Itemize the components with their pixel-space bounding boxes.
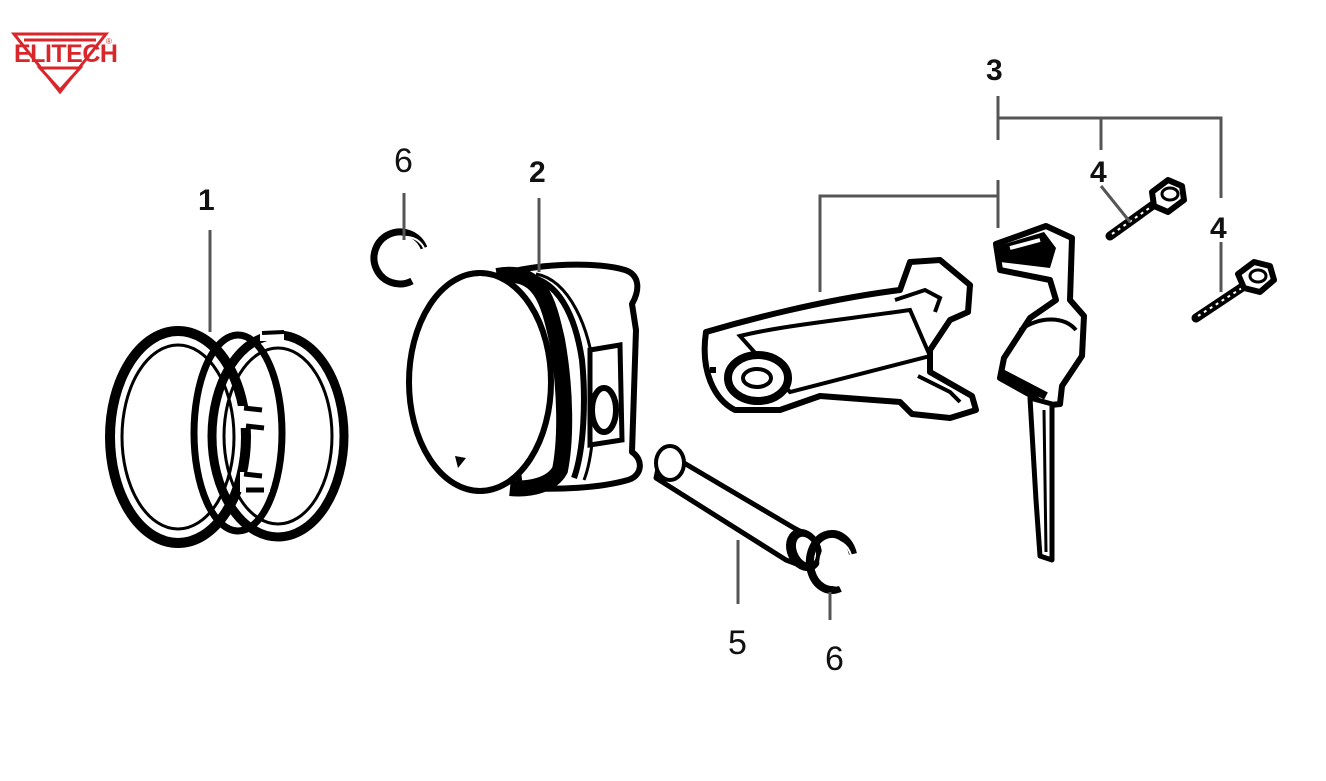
- piston-pin-clip-lower: [805, 529, 857, 594]
- connecting-rod: [701, 257, 979, 421]
- callout-3: 3: [986, 54, 1003, 87]
- logo-registered-mark: ®: [106, 37, 112, 46]
- callout-5: 5: [728, 624, 747, 662]
- piston-rings: [105, 325, 349, 548]
- logo-triangle: [10, 32, 110, 95]
- piston: [406, 261, 643, 497]
- callout-2: 2: [529, 156, 546, 189]
- callout-6-lower: 6: [825, 640, 844, 678]
- leader-4-upper: [1099, 185, 1132, 223]
- leader-lines: [208, 96, 1223, 620]
- logo-triangle-tip: [36, 66, 84, 93]
- callout-4-lower: 4: [1210, 212, 1227, 245]
- connecting-rod-bolt-lower: [1191, 259, 1277, 323]
- piston-pin: [653, 444, 822, 572]
- callout-labels: 1 2 3 4 4 5 6 6: [198, 54, 1227, 678]
- elitech-logo: ELITECH ®: [10, 32, 118, 95]
- leader-3-and-4-bracket: [996, 96, 1223, 198]
- callout-6-upper: 6: [394, 142, 413, 180]
- leader-3-rod: [818, 180, 1000, 292]
- callout-4-upper: 4: [1090, 156, 1107, 189]
- connecting-rod-cap: [993, 223, 1087, 563]
- connecting-rod-bolt-upper: [1105, 177, 1187, 241]
- piston-pin-clip-upper: [370, 228, 428, 288]
- callout-1: 1: [198, 184, 215, 217]
